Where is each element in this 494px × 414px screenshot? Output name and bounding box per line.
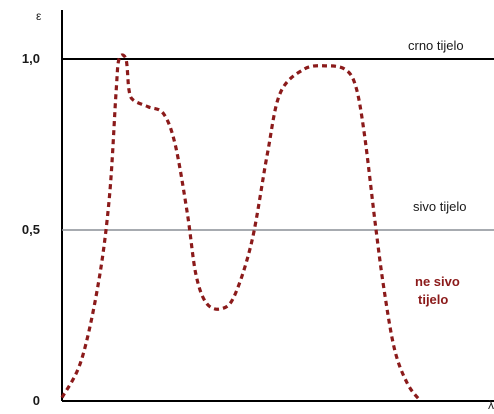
label-non-grey-line2: tijelo — [418, 292, 448, 307]
series-curve-non-grey-body — [60, 53, 422, 403]
label-black-body: crno tijelo — [408, 38, 464, 53]
label-non-grey-line1: ne sivo — [415, 274, 460, 289]
y-axis-label: ε — [36, 9, 42, 23]
text-layer: ε λ crno tijelo sivo tijelo ne sivo tije… — [22, 9, 494, 412]
y-tick-label: 1,0 — [22, 51, 40, 66]
axes — [61, 10, 494, 402]
label-grey-body: sivo tijelo — [413, 199, 466, 214]
y-tick-label: 0 — [33, 393, 40, 408]
series-layer — [60, 53, 494, 403]
y-tick-label: 0,5 — [22, 222, 40, 237]
x-axis-label: λ — [488, 398, 494, 412]
